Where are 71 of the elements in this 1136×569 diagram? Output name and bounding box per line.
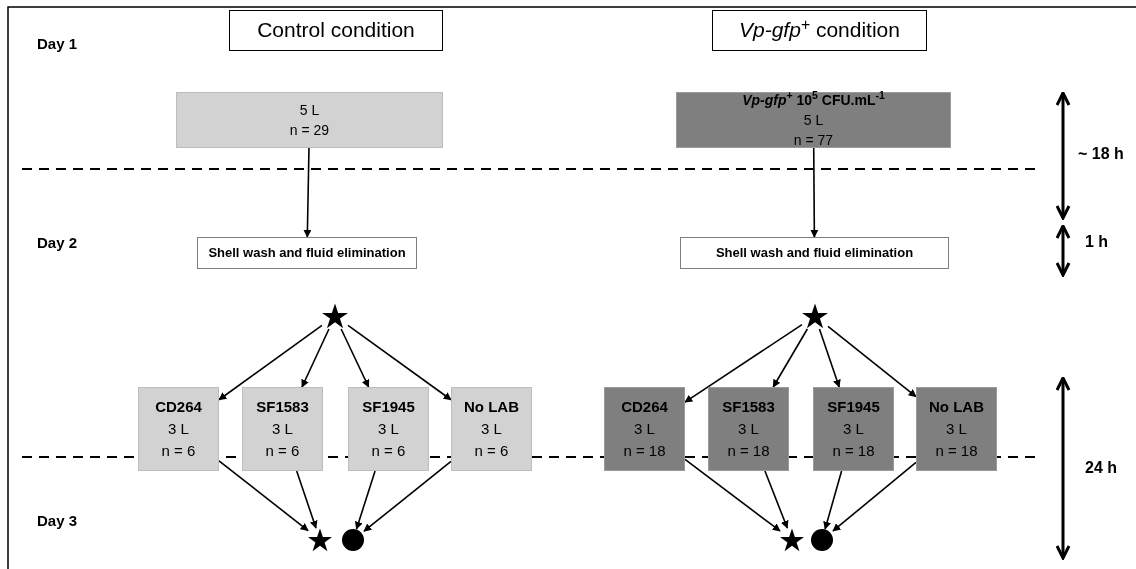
node-text: 3 L: [946, 419, 967, 440]
day-label: Day 2: [37, 233, 78, 253]
node-text: Vp-gfp$^{+}$ 10$^{5}$ CFU.mL$^{-1}$: [742, 89, 885, 110]
node-text: 5 L: [299, 100, 320, 120]
arrow: [218, 324, 323, 401]
arrow: [823, 470, 843, 530]
node-text: No LAB: [929, 397, 984, 418]
group-box: [176, 92, 443, 148]
node-text: n = 77: [793, 131, 834, 151]
node-text: Control condition: [257, 17, 415, 44]
node-text: 3 L: [481, 419, 502, 440]
node-text: No LAB: [464, 397, 519, 418]
group-box: [604, 387, 685, 471]
node-text: n = 6: [474, 440, 509, 461]
node-text: CD264: [155, 397, 202, 418]
duration-label: 24 h: [1085, 458, 1117, 478]
arrow: [684, 323, 803, 403]
duration-label: 1 h: [1085, 232, 1109, 252]
group-box: [348, 387, 429, 471]
node-text: 5 L: [803, 110, 824, 130]
process-box: [680, 237, 949, 269]
condition-header-box: [229, 10, 443, 51]
day-label: Day 1: [37, 34, 78, 54]
node-text: Vp-gfp$^{+}$ condition: [739, 17, 900, 44]
group-box: [138, 387, 219, 471]
group-box: [676, 92, 951, 148]
arrow: [764, 470, 789, 529]
arrow: [772, 328, 809, 388]
node-text: SF1945: [827, 397, 880, 418]
process-box: [197, 237, 417, 269]
node-text: Shell wash and fluid elimination: [715, 244, 914, 263]
arrow: [303, 147, 312, 238]
node-text: 3 L: [843, 419, 864, 440]
node-text: n = 6: [265, 440, 300, 461]
group-box: [813, 387, 894, 471]
arrow: [340, 328, 370, 388]
arrow: [301, 328, 330, 388]
node-text: 3 L: [272, 419, 293, 440]
node-text: 3 L: [738, 419, 759, 440]
group-box: [242, 387, 323, 471]
group-box: [708, 387, 789, 471]
node-text: CD264: [621, 397, 668, 418]
duration-label: ~ 18 h: [1078, 144, 1124, 164]
node-text: n = 6: [161, 440, 196, 461]
node-text: n = 18: [727, 440, 770, 461]
node-text: Shell wash and fluid elimination: [208, 244, 406, 263]
node-text: n = 29: [289, 121, 330, 140]
arrow: [810, 147, 819, 238]
node-text: n = 18: [832, 440, 875, 461]
group-box: [451, 387, 532, 471]
day-label: Day 3: [37, 511, 78, 531]
node-text: SF1583: [722, 397, 775, 418]
arrow: [218, 459, 309, 532]
arrow: [347, 324, 452, 401]
arrow: [295, 470, 318, 529]
node-text: 3 L: [634, 419, 655, 440]
condition-header-box: [712, 10, 927, 51]
node-text: 3 L: [378, 419, 399, 440]
arrow: [354, 470, 376, 530]
node-text: n = 6: [371, 440, 406, 461]
node-text: SF1945: [362, 397, 415, 418]
node-text: 3 L: [168, 419, 189, 440]
node-text: SF1583: [256, 397, 309, 418]
arrow: [684, 458, 781, 532]
node-text: n = 18: [623, 440, 666, 461]
arrow: [832, 461, 917, 532]
group-box: [916, 387, 997, 471]
arrow: [818, 328, 841, 388]
arrow: [827, 325, 917, 398]
arrow: [363, 460, 452, 532]
node-text: n = 18: [935, 440, 978, 461]
